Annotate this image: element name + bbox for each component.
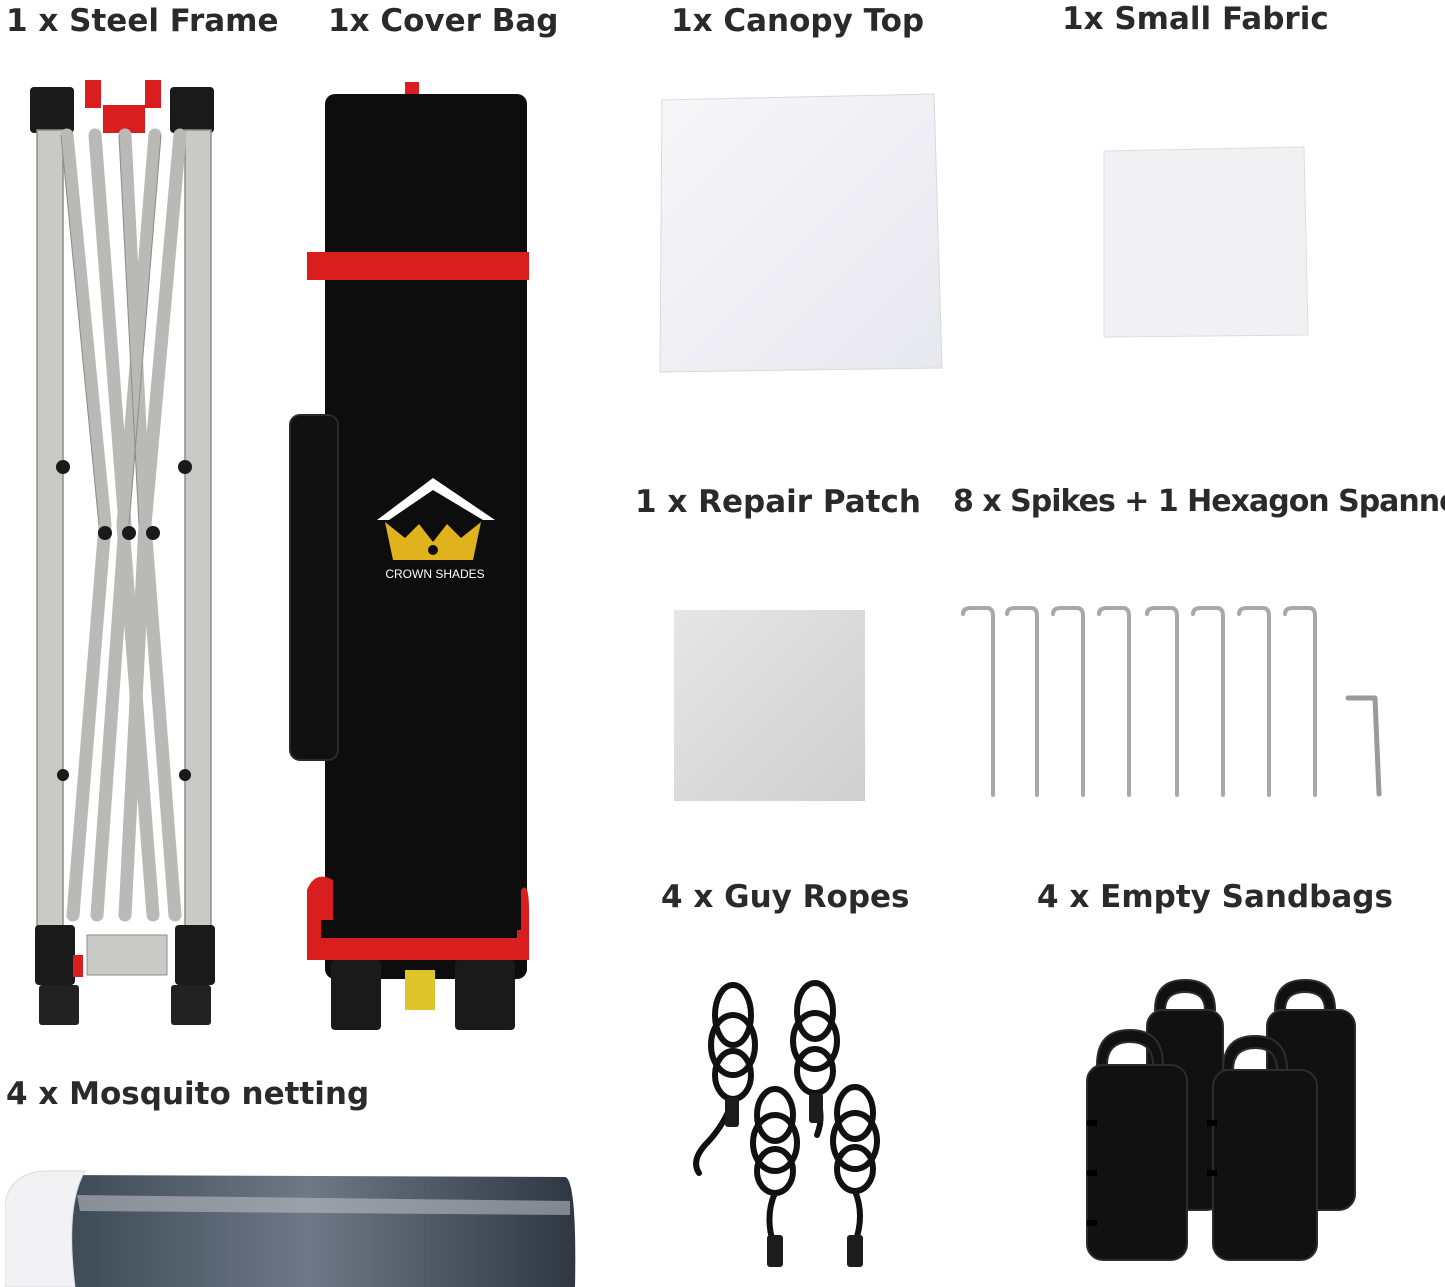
cover-bag-brand: CROWN SHADES	[385, 567, 484, 581]
mosquito-netting-label: 4 x Mosquito netting	[6, 1076, 370, 1112]
steel-frame-image	[25, 75, 225, 1035]
canopy-top-image	[658, 92, 946, 377]
guy-ropes-image	[685, 975, 900, 1275]
cover-bag-image: CROWN SHADES	[285, 80, 535, 1035]
empty-sandbags-label: 4 x Empty Sandbags	[1037, 879, 1393, 915]
small-fabric-image	[1100, 145, 1312, 340]
canopy-top-label: 1x Canopy Top	[671, 3, 925, 39]
small-fabric-label: 1x Small Fabric	[1062, 1, 1329, 37]
cover-bag-label: 1x Cover Bag	[328, 3, 559, 39]
guy-ropes-label: 4 x Guy Ropes	[661, 879, 910, 915]
hexagon-spanner	[1345, 695, 1382, 797]
repair-patch-label: 1 x Repair Patch	[635, 484, 921, 520]
repair-patch-image	[674, 610, 866, 802]
sandbags-image	[1085, 970, 1365, 1265]
mosquito-netting-image	[5, 1165, 580, 1287]
spikes-spanner-label: 8 x Spikes + 1 Hexagon Spanner	[953, 484, 1445, 519]
steel-frame-label: 1 x Steel Frame	[6, 3, 279, 39]
spikes-image	[955, 600, 1395, 805]
